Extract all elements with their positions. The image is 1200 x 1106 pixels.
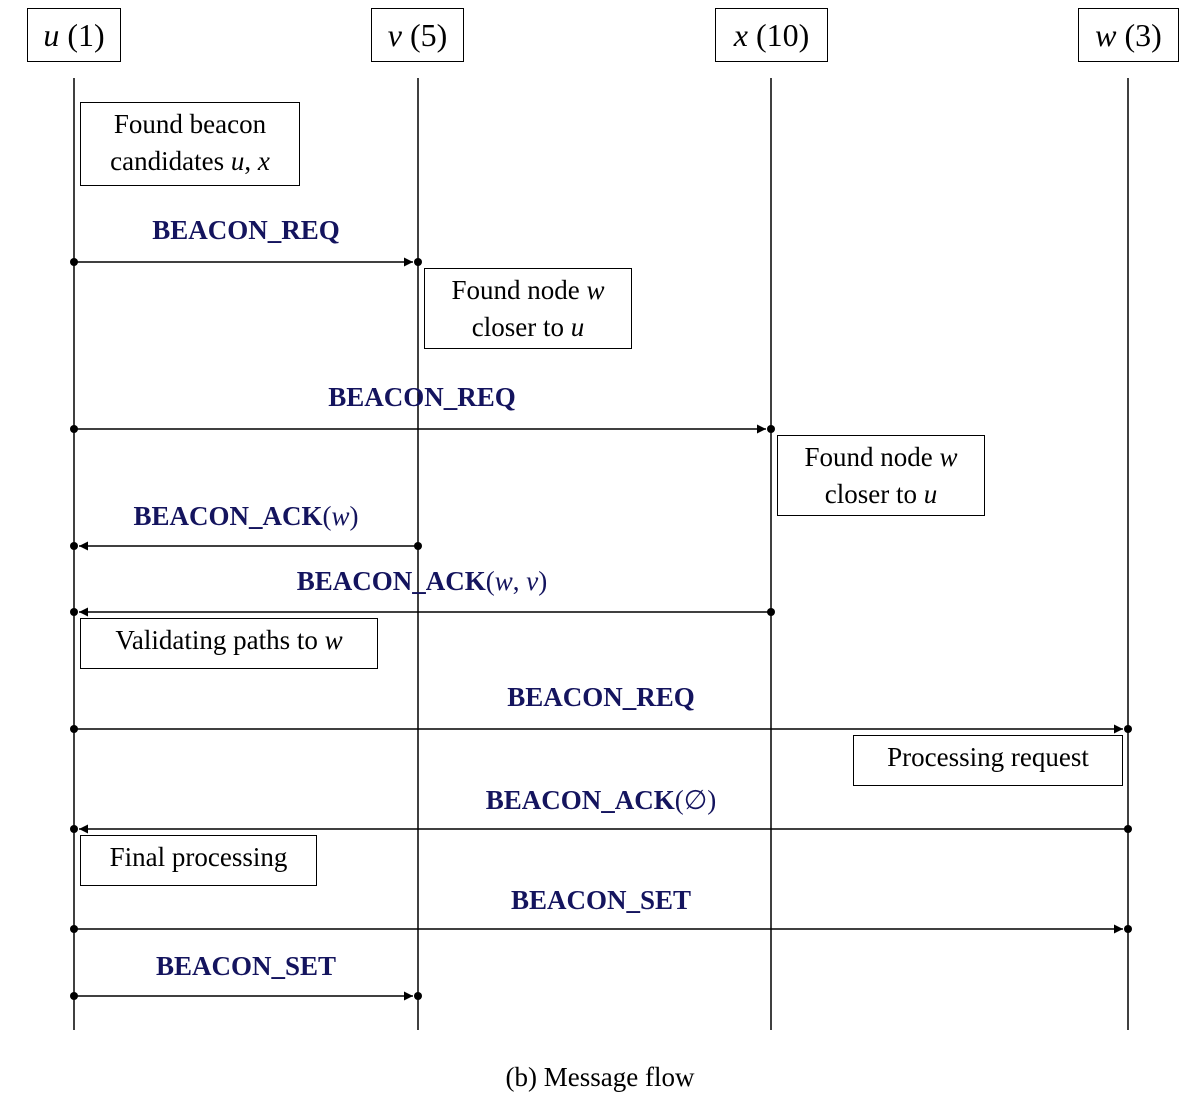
note-validating-paths: Validating paths to w bbox=[80, 618, 378, 669]
participant-u-number: (1) bbox=[67, 16, 105, 53]
message-label-m2: BEACON_REQ bbox=[328, 382, 516, 412]
note-found-node-v: Found node w closer to u bbox=[424, 268, 632, 349]
arrow-m8 bbox=[70, 991, 422, 1001]
message-label-m3: BEACON_ACK(w) bbox=[133, 501, 359, 531]
arrow-m4 bbox=[70, 607, 775, 617]
message-label-m4: BEACON_ACK(w, v) bbox=[296, 566, 548, 596]
arrow-m2 bbox=[70, 424, 775, 434]
note-processing-request: Processing request bbox=[853, 735, 1123, 786]
participant-v-number: (5) bbox=[409, 16, 448, 53]
note-found-beacon-line2: candidates u, x bbox=[110, 146, 270, 176]
arrow-m3 bbox=[70, 541, 422, 551]
message-label-m7: BEACON_SET bbox=[510, 885, 692, 915]
note-found-beacon-line1: Found beacon bbox=[113, 109, 267, 139]
participant-x: x(10) bbox=[715, 8, 828, 62]
participant-w-symbol: w bbox=[1095, 16, 1117, 53]
note-found-node-v-line1: Found node w bbox=[451, 275, 605, 305]
participant-v-symbol: v bbox=[387, 16, 402, 53]
participant-w-number: (3) bbox=[1124, 16, 1162, 53]
message-label-m5: BEACON_REQ bbox=[507, 682, 695, 712]
message-label-m1: BEACON_REQ bbox=[152, 215, 340, 245]
note-found-node-x: Found node w closer to u bbox=[777, 435, 985, 516]
participant-w: w(3) bbox=[1078, 8, 1179, 62]
participant-v: v(5) bbox=[371, 8, 464, 62]
arrow-m5 bbox=[70, 724, 1132, 734]
note-found-node-x-line2: closer to u bbox=[824, 479, 938, 509]
note-found-node-v-line2: closer to u bbox=[471, 312, 585, 342]
arrow-m7 bbox=[70, 924, 1132, 934]
participant-x-symbol: x bbox=[733, 16, 748, 53]
note-final-processing: Final processing bbox=[80, 835, 317, 886]
participant-u: u(1) bbox=[27, 8, 121, 62]
lifelines bbox=[73, 78, 1129, 1030]
message-label-m6: BEACON_ACK(∅) bbox=[485, 785, 717, 815]
note-found-node-x-line1: Found node w bbox=[804, 442, 958, 472]
participant-x-number: (10) bbox=[755, 16, 810, 53]
participant-u-symbol: u bbox=[43, 16, 60, 53]
note-found-beacon: Found beacon candidates u, x bbox=[80, 102, 300, 186]
arrow-m1 bbox=[70, 257, 422, 267]
figure-caption: (b) Message flow bbox=[505, 1062, 695, 1092]
arrow-m6 bbox=[70, 824, 1132, 834]
message-label-m8: BEACON_SET bbox=[155, 951, 337, 981]
